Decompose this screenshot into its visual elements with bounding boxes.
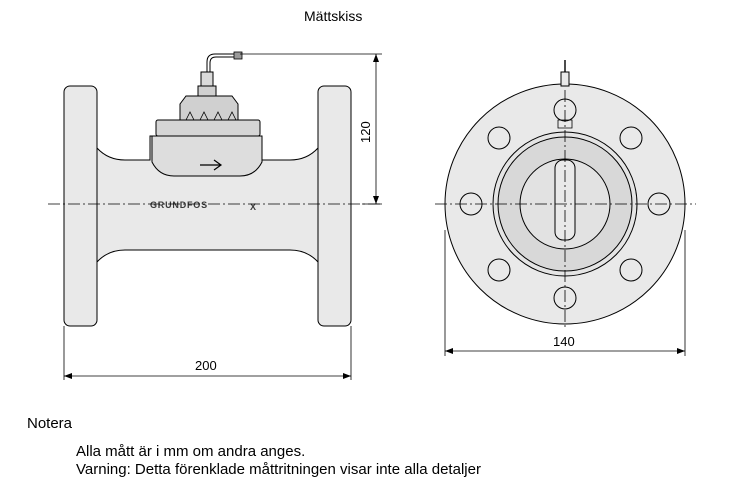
note-line: Alla mått är i mm om andra anges. xyxy=(76,443,306,460)
left-flange xyxy=(63,85,98,327)
sensor-head xyxy=(179,95,239,121)
cable-gland xyxy=(200,71,214,87)
notes-list: Alla mått är i mm om andra anges. Varnin… xyxy=(76,443,481,479)
sensor-housing xyxy=(151,135,263,177)
dimension-length-label: 200 xyxy=(195,358,217,373)
drawing-title: Mättskiss xyxy=(304,8,363,24)
dimension-diameter-label: 140 xyxy=(553,334,575,349)
bolt-hole xyxy=(487,258,511,282)
side-view: GRUNDFOS X 200 120 xyxy=(48,51,382,380)
dimension-drawing: GRUNDFOS X 200 120 xyxy=(48,51,696,380)
notes-heading: Notera xyxy=(27,415,73,432)
right-flange xyxy=(317,85,352,327)
cable-end xyxy=(233,51,243,60)
sensor-cable xyxy=(206,53,234,72)
sensor-top-cap xyxy=(197,85,217,97)
flow-direction-arrow xyxy=(200,159,223,171)
bolt-hole xyxy=(619,258,643,282)
brand-logo-mark: X xyxy=(250,202,257,212)
bolt-hole xyxy=(619,126,643,150)
bolt-hole xyxy=(487,126,511,150)
dimension-height-label: 120 xyxy=(358,121,373,143)
sensor-nib xyxy=(560,71,570,87)
sensor-base-plate xyxy=(155,119,261,137)
bolt-holes xyxy=(459,98,671,310)
brand-logo-text: GRUNDFOS xyxy=(150,200,208,210)
end-view: 140 xyxy=(435,60,696,356)
note-line: Varning: Detta förenklade måttritningen … xyxy=(76,461,481,478)
